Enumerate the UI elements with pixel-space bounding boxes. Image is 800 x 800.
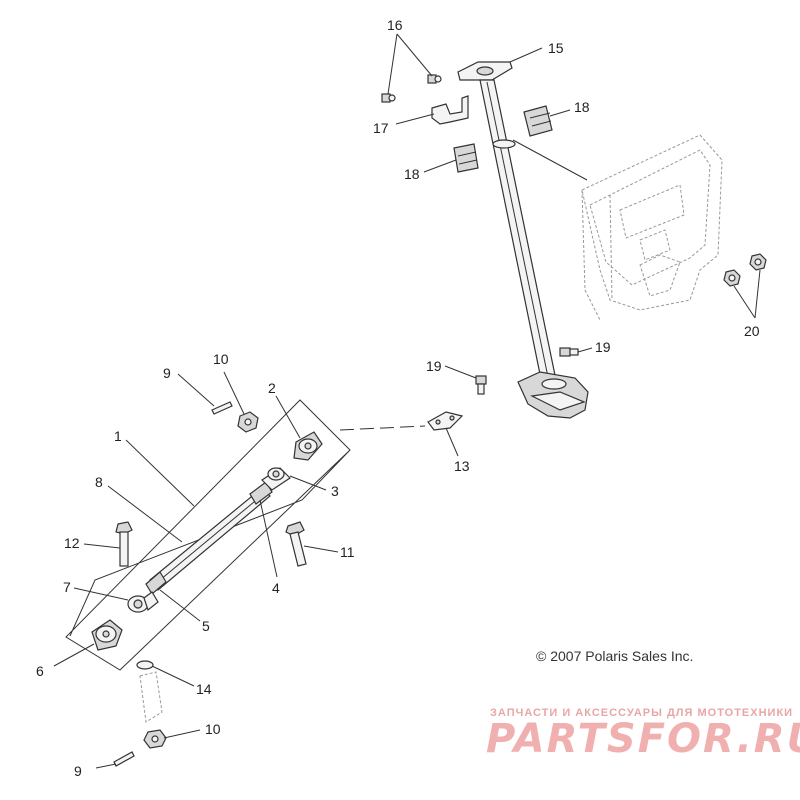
rod-end-upper [261,467,291,491]
bolt-19-a [559,347,579,357]
callout-3: 3 [331,483,339,499]
callout-17: 17 [373,120,389,136]
castle-nut-lower [143,729,167,749]
nut-a [749,253,767,271]
callout-19-left: 19 [426,358,442,374]
bushing-upper [523,105,553,137]
mount-clamp [431,95,469,125]
callout-19-right: 19 [595,339,611,355]
spindle-bracket [139,671,163,723]
ball-joint-upper [293,431,323,461]
callout-8: 8 [95,474,103,490]
frame-outline [581,134,723,321]
callout-18-upper: 18 [574,99,590,115]
bushing-lower [453,143,479,173]
watermark-brand: PARTSFOR.RU [486,716,800,762]
assembly-box-outline [65,399,351,671]
castle-nut-upper [237,411,259,433]
callout-12: 12 [64,535,80,551]
callout-20: 20 [744,323,760,339]
callout-16: 16 [387,17,403,33]
bolt-11 [285,521,307,567]
bolt-small-b [381,93,396,103]
callout-9-lower: 9 [74,763,82,779]
bolt-12 [115,521,133,567]
callout-15: 15 [548,40,564,56]
callout-7: 7 [63,579,71,595]
ball-joint-lower [91,619,123,651]
mount-plate [427,411,464,431]
callout-4: 4 [272,580,280,596]
copyright-notice: © 2007 Polaris Sales Inc. [536,648,694,664]
bolt-19-b [475,375,487,395]
washer [136,660,154,670]
callouts: 16 15 17 18 18 20 19 19 13 9 10 2 1 3 8 … [36,17,760,779]
callout-5: 5 [202,618,210,634]
callout-10-upper: 10 [213,351,229,367]
tie-rod [145,481,273,595]
callout-2: 2 [268,380,276,396]
steering-post-assembly [457,61,589,419]
cotter-pin-upper [211,401,233,415]
callout-9-upper: 9 [163,365,171,381]
callout-18-lower: 18 [404,166,420,182]
callout-10-lower: 10 [205,721,221,737]
bolt-small-a [427,74,442,84]
callout-14: 14 [196,681,212,697]
nut-b [723,269,741,287]
callout-13: 13 [454,458,470,474]
leader-lines [53,33,761,769]
callout-1: 1 [114,428,122,444]
watermark-tagline: ЗАПЧАСТИ И АКСЕССУАРЫ ДЛЯ МОТОТЕХНИКИ [490,707,794,719]
callout-11: 11 [340,544,355,560]
cotter-pin-lower [113,751,135,767]
callout-6: 6 [36,663,44,679]
rod-end-lower [127,591,159,613]
connection-line [339,425,426,431]
